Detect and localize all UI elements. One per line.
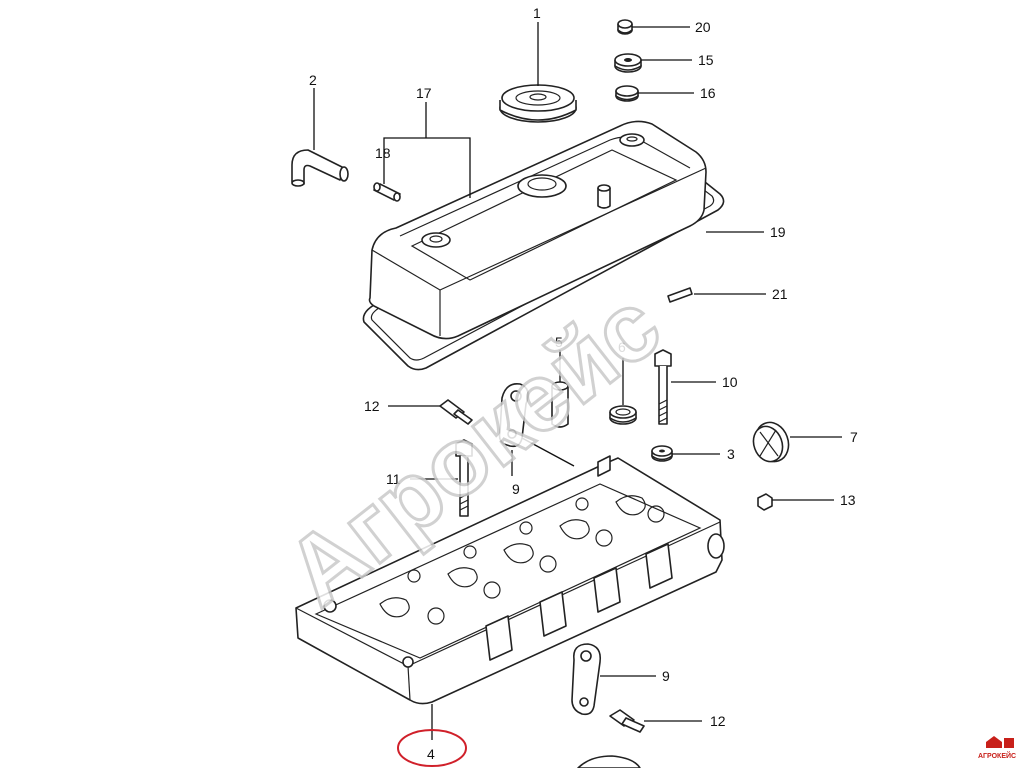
logo-text: АГРОКЕЙС [978, 751, 1016, 760]
callout-16: 16 [700, 85, 716, 101]
highlight-circle [397, 729, 467, 767]
callout-7: 7 [850, 429, 858, 445]
callout-21: 21 [772, 286, 788, 302]
part-plug-7 [752, 421, 790, 463]
part-oil-filler-cap [499, 84, 577, 123]
callout-3: 3 [727, 446, 735, 462]
part-cylinder-head [295, 455, 725, 705]
callout-10: 10 [722, 374, 738, 390]
part-valve-cover [368, 120, 707, 340]
callout-19: 19 [770, 224, 786, 240]
callout-18: 18 [375, 145, 391, 161]
callout-17: 17 [416, 85, 432, 101]
part-nut-20 [617, 19, 633, 35]
part-fitting-12-upper [439, 399, 473, 425]
part-breather-hose [291, 149, 349, 187]
part-seal-6 [609, 405, 637, 425]
callout-20: 20 [695, 19, 711, 35]
callout-1: 1 [533, 5, 541, 21]
callout-13: 13 [840, 492, 856, 508]
part-bolt-10 [654, 349, 672, 425]
part-tag-21 [667, 287, 693, 303]
callout-15: 15 [698, 52, 714, 68]
callout-12-lower: 12 [710, 713, 726, 729]
part-partial-bottom [577, 755, 641, 768]
callout-9-upper: 9 [512, 481, 520, 497]
part-fitting-18 [373, 182, 401, 202]
brand-logo: АГРОКЕЙС [978, 736, 1016, 760]
callout-12-upper: 12 [364, 398, 380, 414]
leader-lines [313, 22, 842, 740]
callout-9-lower: 9 [662, 668, 670, 684]
callout-11: 11 [386, 471, 401, 487]
part-washer-16 [615, 85, 639, 102]
callout-2: 2 [309, 72, 317, 88]
part-washer-3 [651, 445, 673, 462]
part-lifting-eye-lower [571, 643, 602, 716]
part-fitting-12-lower [609, 709, 645, 733]
part-bolt-11 [455, 439, 473, 517]
callout-6: 6 [618, 339, 626, 355]
callout-5: 5 [555, 334, 563, 350]
callout-4: 4 [427, 746, 435, 762]
part-nut-13 [757, 493, 773, 511]
callout-labels: 20 1 15 16 2 17 18 19 21 5 6 10 12 9 7 3… [309, 5, 858, 762]
part-grommet-15 [614, 53, 642, 73]
part-lifting-eye-upper [498, 382, 529, 448]
